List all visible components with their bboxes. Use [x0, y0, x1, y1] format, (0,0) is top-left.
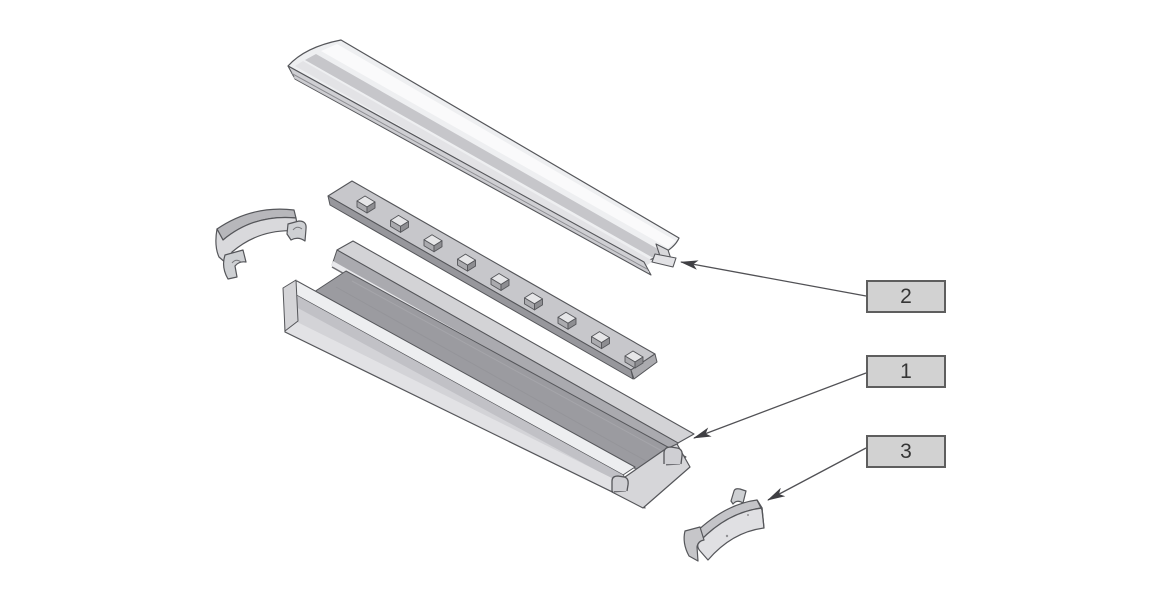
channel-wall-dark-band — [285, 289, 627, 487]
cap-left-foot — [222, 249, 247, 280]
arrow-to-profile — [693, 372, 867, 439]
cap-left-front-face — [215, 216, 299, 265]
led-module — [457, 253, 476, 272]
led-module — [557, 311, 577, 330]
module-side — [433, 240, 443, 253]
callout-box-cover: 2 — [866, 280, 946, 313]
cap-right-foot — [683, 526, 705, 562]
led-module — [356, 195, 376, 214]
cover-highlight-band — [321, 44, 676, 248]
cover-lower-shade — [295, 61, 653, 266]
cover-edge-line-2 — [292, 76, 650, 273]
cap-right-front-face — [697, 507, 765, 561]
led-module — [624, 350, 644, 369]
channel-left-end-face — [282, 279, 299, 332]
led-module — [490, 273, 510, 291]
channel-floor-streak-2 — [335, 286, 647, 462]
cap-left-tab-notch — [292, 226, 303, 231]
module-side — [534, 298, 543, 311]
module-side — [400, 220, 409, 233]
module-side — [366, 201, 376, 214]
channel-far-lip — [663, 446, 683, 465]
cap-right-speck-2 — [747, 514, 749, 516]
cap-right-speck — [725, 534, 729, 538]
module-side — [634, 356, 644, 369]
led-strip — [327, 180, 658, 380]
channel-wall-light-band — [285, 316, 645, 507]
module-side — [467, 259, 476, 272]
cap-right-clip-tab — [730, 488, 747, 505]
callout-number: 1 — [900, 359, 912, 383]
cap-left-foot-notch — [231, 259, 242, 264]
channel-floor-streak — [351, 280, 663, 452]
led-module — [524, 292, 543, 311]
channel-near-lip — [611, 475, 629, 492]
module-side — [567, 317, 577, 330]
cover-edge-line — [290, 72, 648, 270]
callout-arrows — [680, 260, 867, 501]
callout-box-profile: 1 — [866, 355, 946, 388]
aluminum-profile-channel — [282, 240, 695, 509]
end-cap-left — [215, 208, 307, 280]
module-side — [500, 279, 510, 291]
cover-side-face — [287, 65, 652, 276]
cover-end-foot — [651, 253, 677, 268]
strip-side-face — [327, 195, 634, 380]
callout-number: 3 — [900, 439, 912, 463]
cover-reflection-stripe — [305, 54, 663, 259]
led-module — [591, 331, 610, 350]
end-cap-right — [683, 488, 765, 562]
module-side — [601, 337, 610, 350]
diffuser-cover — [287, 39, 680, 276]
led-module — [390, 214, 409, 233]
callout-number: 2 — [900, 284, 912, 308]
arrow-to-cover — [680, 260, 867, 297]
arrow-to-end-cap — [767, 447, 867, 501]
cap-right-end-face — [756, 499, 765, 529]
led-module — [423, 234, 443, 253]
callout-box-end-cap: 3 — [866, 435, 946, 468]
led-modules — [356, 195, 644, 369]
cap-left-clip-tab — [286, 220, 307, 242]
